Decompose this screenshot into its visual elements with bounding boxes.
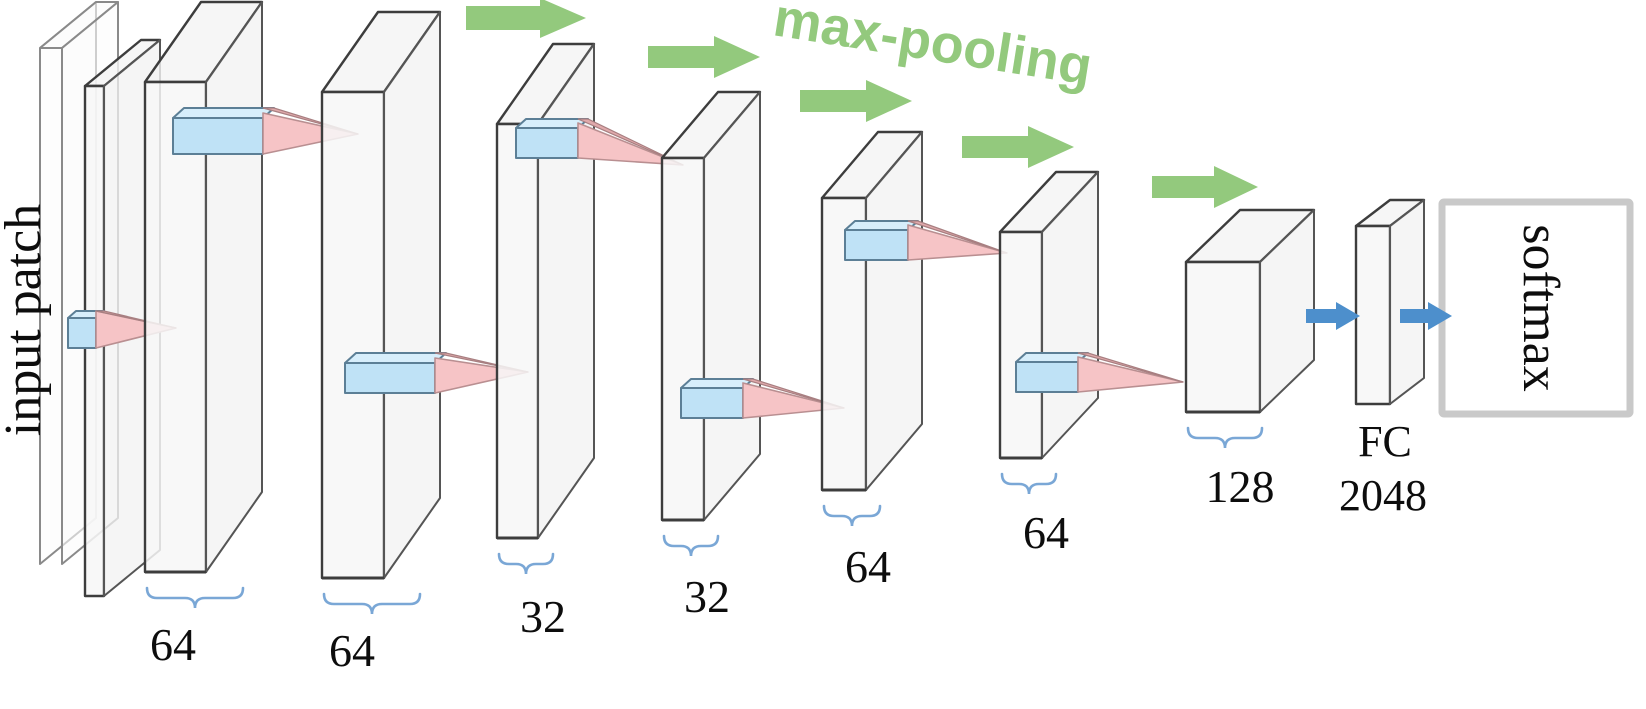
conv2-front — [320, 90, 386, 580]
kernel-4-cone-shade — [742, 378, 845, 409]
kernel-4-cone — [742, 382, 845, 419]
brace-conv-3 — [497, 552, 555, 575]
fc-label: FC — [1358, 417, 1412, 466]
kernel-2-cone — [434, 357, 529, 394]
softmax-box — [1438, 198, 1634, 418]
kernel-2-top — [344, 352, 447, 364]
conv2-side — [383, 11, 441, 579]
conv4-side — [703, 91, 761, 521]
kernel-3-front — [515, 127, 579, 159]
kernel-6-front — [1015, 361, 1079, 393]
kernel-1-cone — [262, 112, 359, 155]
layer-input-patch — [39, 1, 162, 598]
kernel-1-front — [172, 117, 264, 155]
brace-conv-5 — [822, 504, 882, 527]
dim-label-conv6: 64 — [1023, 507, 1069, 558]
brace-conv-2 — [322, 592, 422, 615]
dim-label-conv5: 64 — [845, 541, 891, 592]
conv7-side — [1259, 209, 1315, 413]
kernel-5-top — [844, 220, 919, 231]
conv4-front — [660, 156, 706, 522]
kernel-6-cone-shade — [1077, 352, 1184, 383]
conv-kernel-3 — [515, 118, 684, 166]
fc-side — [1389, 199, 1425, 405]
max-pooling-arrow-1 — [466, 0, 586, 38]
kernel-5-cone-shade — [907, 220, 1008, 254]
kernel-4-front — [680, 387, 744, 419]
kernel-2-front — [344, 362, 436, 394]
conv1-front — [143, 80, 208, 574]
dim-label-conv1: 64 — [150, 619, 196, 670]
layer-conv-6 — [998, 170, 1100, 460]
layer-conv-2 — [320, 10, 442, 580]
fc-input-arrow — [1306, 302, 1360, 330]
kernel-6-cone — [1077, 356, 1184, 393]
dim-label-conv3: 32 — [520, 591, 566, 642]
layer-conv-7 — [1184, 208, 1316, 414]
kernel-0-front — [67, 317, 97, 349]
max-pooling-arrow-4 — [962, 126, 1074, 168]
fc-front — [1354, 224, 1392, 406]
softmax-label: softmax — [1512, 224, 1569, 392]
kernel-1-top — [172, 107, 275, 119]
brace-conv-1 — [145, 586, 245, 609]
max-pooling-arrow-5 — [1152, 166, 1258, 208]
max-pooling-arrow-3 — [800, 80, 912, 122]
dim-label-conv7: 128 — [1206, 461, 1275, 512]
layer-fc — [1354, 198, 1426, 406]
conv1-side — [205, 1, 263, 573]
brace-conv-7 — [1186, 426, 1264, 449]
kernel-5-cone — [907, 224, 1008, 261]
max-pooling-label: max-pooling — [770, 0, 1096, 97]
kernel-3-cone — [577, 122, 684, 166]
conv-kernel-1 — [172, 107, 359, 155]
dim-label-conv2: 64 — [329, 625, 375, 676]
softmax-input-arrow — [1400, 302, 1452, 330]
input-patch-label: input patch — [0, 204, 52, 437]
max-pooling-arrow-2 — [648, 36, 760, 78]
conv3-front — [495, 122, 540, 540]
brace-conv-6 — [1000, 472, 1058, 495]
layer-conv-4 — [660, 90, 762, 522]
kernel-3-cone-shade — [577, 118, 684, 166]
conv-kernel-4 — [680, 378, 845, 419]
brace-conv-4 — [662, 534, 720, 557]
layer-conv-5 — [820, 130, 924, 492]
fc-units-label: 2048 — [1339, 471, 1427, 520]
layer-conv-1 — [143, 0, 264, 574]
dim-label-conv4: 32 — [684, 571, 730, 622]
conv6-front — [998, 230, 1044, 460]
conv7-front — [1184, 260, 1262, 414]
kernel-5-front — [844, 229, 909, 261]
conv3-side — [537, 43, 595, 539]
conv-kernel-5 — [844, 220, 1008, 261]
conv-kernel-6 — [1015, 352, 1184, 393]
